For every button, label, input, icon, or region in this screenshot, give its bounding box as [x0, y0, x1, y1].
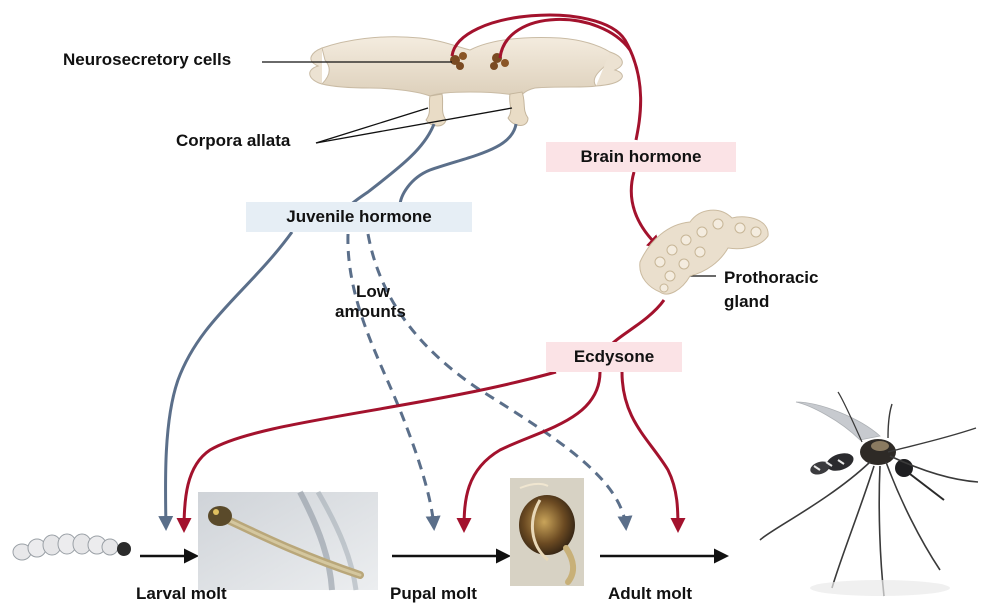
low-amounts-line2: amounts	[335, 302, 406, 322]
mosquito-illustration	[760, 392, 978, 596]
corpora-leader-2	[316, 108, 512, 143]
pupa-photo	[510, 478, 584, 586]
juvenile-hormone-label: Juvenile hormone	[246, 202, 472, 232]
ecdysone-source-line	[612, 300, 664, 344]
corpora-allata-label: Corpora allata	[176, 131, 290, 151]
juvenile-to-larval-arrow	[165, 232, 292, 528]
ecdysone-to-adult-arrow	[622, 372, 678, 530]
prothoracic-label-line2: gland	[724, 292, 769, 312]
caterpillar-illustration	[13, 534, 131, 560]
brain-illustration	[310, 37, 623, 126]
prothoracic-label-line1: Prothoracic	[724, 268, 818, 288]
low-amounts-to-adult-arrow	[368, 234, 626, 528]
juvenile-line-2	[400, 124, 516, 206]
brain-hormone-label: Brain hormone	[546, 142, 736, 172]
neurosecretory-cells-label: Neurosecretory cells	[63, 50, 231, 70]
adult-molt-label: Adult molt	[608, 584, 692, 604]
larval-molt-label: Larval molt	[136, 584, 227, 604]
ecdysone-label: Ecdysone	[546, 342, 682, 372]
pupal-molt-label: Pupal molt	[390, 584, 477, 604]
low-amounts-line1: Low	[356, 282, 390, 302]
larva-photo	[198, 492, 378, 590]
low-amounts-to-pupal-arrow	[348, 234, 434, 528]
brain-hormone-arrow	[631, 172, 660, 248]
